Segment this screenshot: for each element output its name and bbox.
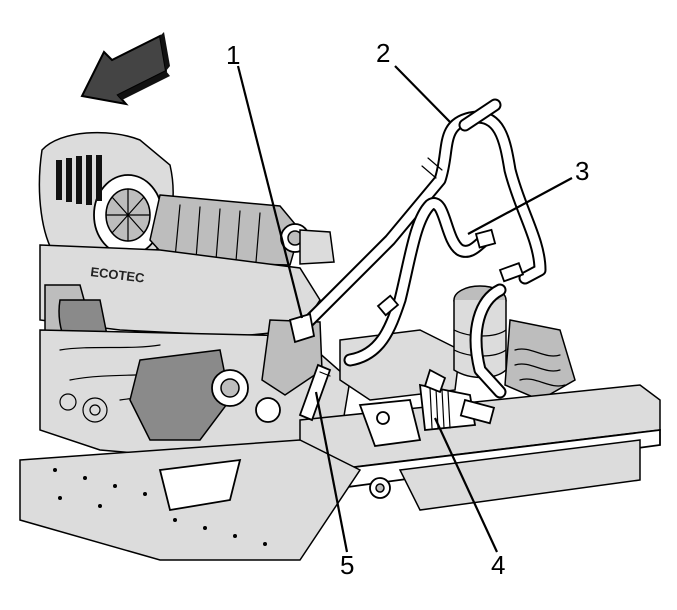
alternator: [38, 131, 174, 263]
callout-4: 4: [491, 550, 505, 580]
engine-brand-text: ECOTEC: [90, 264, 146, 286]
intake-manifold: [149, 194, 335, 266]
callout-1: 1: [226, 40, 240, 70]
callout-labels: 1 2 3 4 5: [226, 38, 589, 580]
front-direction-arrow-icon: [80, 32, 170, 106]
callout-leaders: [236, 65, 573, 553]
callout-5: 5: [340, 550, 354, 580]
callout-3: 3: [575, 156, 589, 186]
heater-inlet-hose: [293, 98, 547, 337]
heater-outlet-hose: [343, 197, 507, 399]
callout-2: 2: [376, 38, 390, 68]
heater-valve: [418, 368, 496, 431]
engine-block: ECOTEC: [39, 244, 351, 461]
vehicle-frame: [19, 384, 661, 561]
